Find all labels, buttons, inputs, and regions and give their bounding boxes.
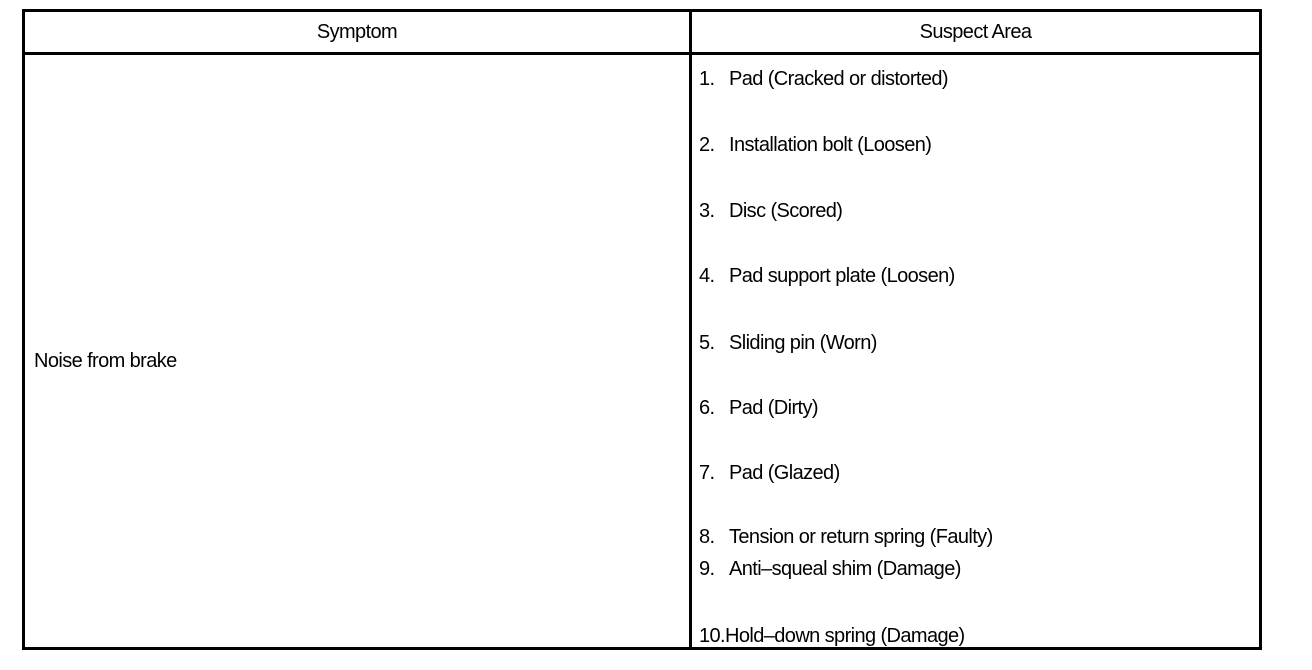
column-divider — [689, 12, 692, 647]
suspect-area-header: Suspect Area — [919, 20, 1032, 43]
item-number: 7. — [699, 462, 715, 484]
suspect-area-item: 7. Pad (Glazed) — [699, 462, 840, 485]
suspect-area-item: 8. Tension or return spring (Faulty) — [699, 526, 993, 549]
suspect-area-item: 10. Hold–down spring (Damage) — [699, 625, 965, 648]
symptom-header: Symptom — [316, 20, 398, 43]
suspect-area-item: 4. Pad support plate (Loosen) — [699, 265, 955, 288]
item-number: 8. — [699, 526, 715, 548]
suspect-area-item: 6. Pad (Dirty) — [699, 397, 819, 420]
item-number: 3. — [699, 200, 715, 222]
item-number: 6. — [699, 397, 715, 419]
item-number: 2. — [699, 134, 715, 156]
item-text: Sliding pin (Worn) — [729, 332, 877, 354]
item-text: Pad (Glazed) — [729, 462, 840, 484]
suspect-area-item: 5. Sliding pin (Worn) — [699, 332, 877, 355]
symptom-cell: Noise from brake — [34, 350, 177, 372]
item-number: 4. — [699, 265, 715, 287]
item-text: Pad (Cracked or distorted) — [729, 68, 949, 90]
suspect-area-item: 9. Anti–squeal shim (Damage) — [699, 558, 961, 581]
suspect-area-item: 3. Disc (Scored) — [699, 200, 843, 223]
suspect-area-item: 1. Pad (Cracked or distorted) — [699, 68, 949, 91]
suspect-area-item: 2. Installation bolt (Loosen) — [699, 134, 932, 157]
item-text: Tension or return spring (Faulty) — [729, 526, 993, 548]
item-number: 9. — [699, 558, 715, 580]
item-text: Disc (Scored) — [729, 200, 843, 222]
item-text: Pad support plate (Loosen) — [729, 265, 955, 287]
item-text: Pad (Dirty) — [729, 397, 819, 419]
item-number: 10. — [699, 625, 726, 647]
item-text: Hold–down spring (Damage) — [725, 625, 965, 647]
item-number: 5. — [699, 332, 715, 354]
suspect-area-table: Symptom Suspect Area Noise from brake 1.… — [22, 9, 1262, 650]
header-divider — [25, 52, 1259, 55]
item-text: Installation bolt (Loosen) — [729, 134, 932, 156]
item-number: 1. — [699, 68, 715, 90]
item-text: Anti–squeal shim (Damage) — [729, 558, 961, 580]
